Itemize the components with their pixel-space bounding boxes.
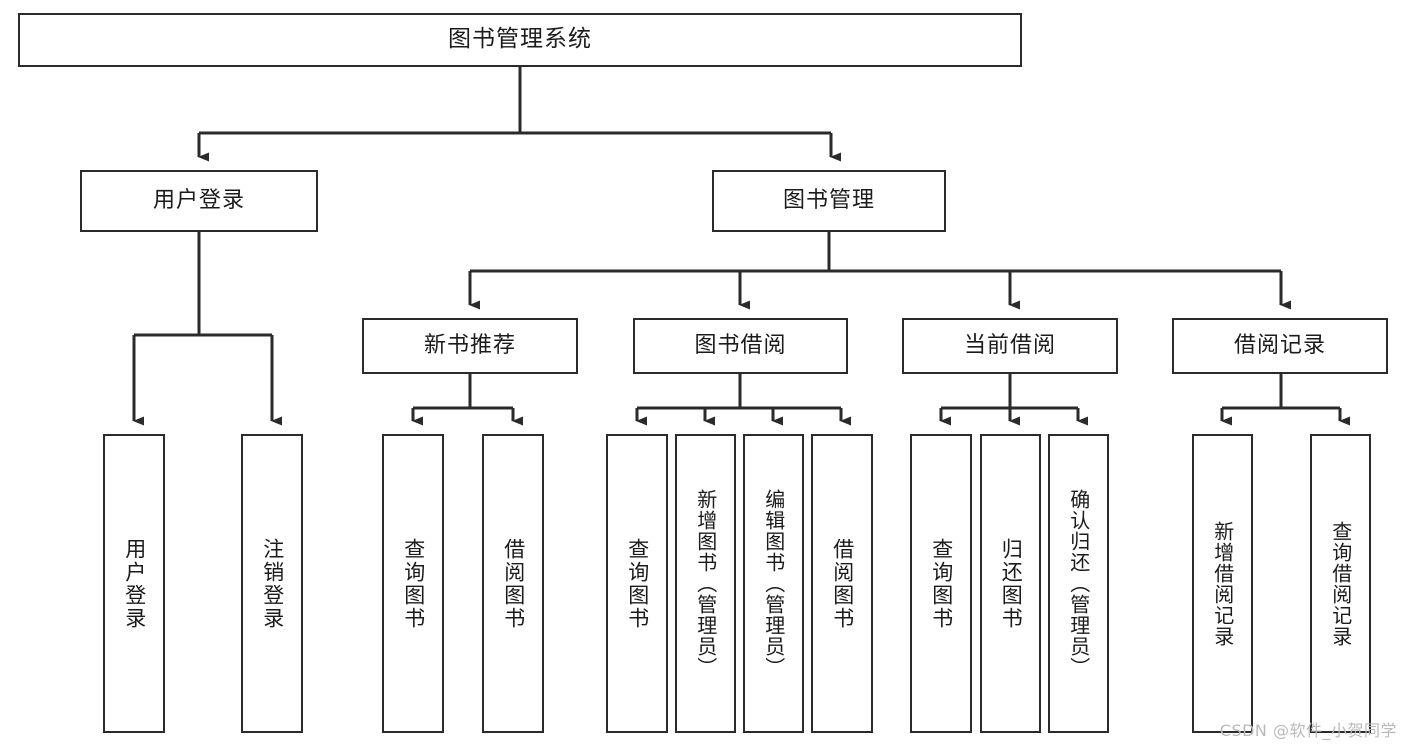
node-user-login[interactable]: 用户登录 — [80, 170, 318, 232]
leaf-new-book-query-book[interactable]: 查询图书 — [382, 434, 444, 733]
leaf-new-book-borrow-book[interactable]: 借阅图书 — [482, 434, 544, 733]
leaf-book-borrow-edit-book-admin[interactable]: 编辑图书（管理员） — [743, 434, 804, 733]
leaf-label: 新增图书（管理员） — [693, 489, 718, 678]
node-label: 用户登录 — [152, 187, 245, 213]
leaf-book-borrow-query-book[interactable]: 查询图书 — [606, 434, 668, 733]
node-current-borrow[interactable]: 当前借阅 — [902, 318, 1118, 374]
leaf-label: 用户登录 — [122, 537, 147, 630]
leaf-current-borrow-return-book[interactable]: 归还图书 — [980, 434, 1041, 733]
leaf-label: 确认归还（管理员） — [1066, 489, 1091, 678]
leaf-current-borrow-query-book[interactable]: 查询图书 — [910, 434, 972, 733]
node-root-book-management-system[interactable]: 图书管理系统 — [18, 13, 1022, 67]
node-new-book-recommend[interactable]: 新书推荐 — [362, 318, 578, 374]
leaf-current-borrow-confirm-return-admin[interactable]: 确认归还（管理员） — [1048, 434, 1109, 733]
leaf-borrow-record-query-record[interactable]: 查询借阅记录 — [1310, 434, 1371, 733]
leaf-label: 查询图书 — [625, 537, 650, 630]
node-label: 图书借阅 — [694, 332, 787, 358]
node-label: 当前借阅 — [963, 332, 1056, 358]
node-book-management[interactable]: 图书管理 — [712, 170, 946, 232]
leaf-label: 查询图书 — [401, 537, 426, 630]
leaf-borrow-record-add-record[interactable]: 新增借阅记录 — [1192, 434, 1253, 733]
node-label: 借阅记录 — [1233, 332, 1326, 358]
leaf-label: 新增借阅记录 — [1210, 520, 1235, 647]
leaf-label: 编辑图书（管理员） — [761, 489, 786, 678]
node-label: 图书管理系统 — [448, 26, 592, 53]
leaf-user-login-login[interactable]: 用户登录 — [103, 434, 165, 733]
leaf-label: 注销登录 — [260, 537, 285, 630]
leaf-label: 查询图书 — [929, 537, 954, 630]
node-label: 新书推荐 — [423, 332, 516, 358]
leaf-user-login-logout[interactable]: 注销登录 — [241, 434, 303, 733]
leaf-label: 借阅图书 — [830, 537, 855, 630]
leaf-label: 查询借阅记录 — [1328, 520, 1353, 647]
node-borrow-record[interactable]: 借阅记录 — [1172, 318, 1388, 374]
leaf-book-borrow-add-book-admin[interactable]: 新增图书（管理员） — [675, 434, 736, 733]
leaf-label: 归还图书 — [999, 537, 1024, 630]
csdn-watermark: CSDN @软件_小贺同学 — [1219, 721, 1397, 740]
leaf-book-borrow-borrow-book[interactable]: 借阅图书 — [811, 434, 873, 733]
node-book-borrow[interactable]: 图书借阅 — [633, 318, 848, 374]
leaf-label: 借阅图书 — [501, 537, 526, 630]
node-label: 图书管理 — [782, 187, 875, 213]
